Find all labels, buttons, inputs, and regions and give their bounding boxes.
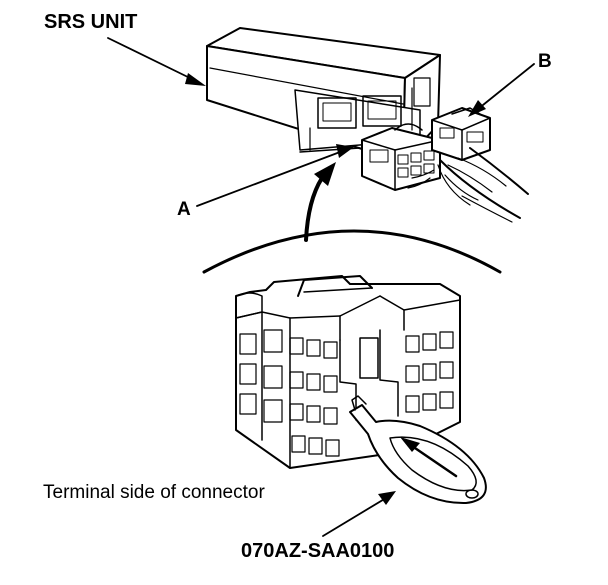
detail-view-arc	[202, 229, 502, 274]
enlarged-connector	[235, 275, 461, 469]
special-tool	[349, 395, 487, 505]
callout-a-leader-arrow	[196, 144, 354, 207]
tool-part-number-label: 070AZ-SAA0100	[241, 540, 395, 562]
connector-b-with-cable	[407, 107, 529, 223]
callout-b-label: B	[538, 51, 552, 72]
tool-leader-arrow	[322, 491, 396, 537]
callout-b-leader-arrow	[468, 63, 535, 117]
callout-a-label: A	[177, 199, 191, 220]
srs-unit-leader-arrow	[107, 37, 206, 86]
detail-view-arrow	[304, 162, 336, 242]
terminal-side-caption: Terminal side of connector	[43, 482, 265, 503]
srs-unit-label: SRS UNIT	[44, 11, 138, 33]
